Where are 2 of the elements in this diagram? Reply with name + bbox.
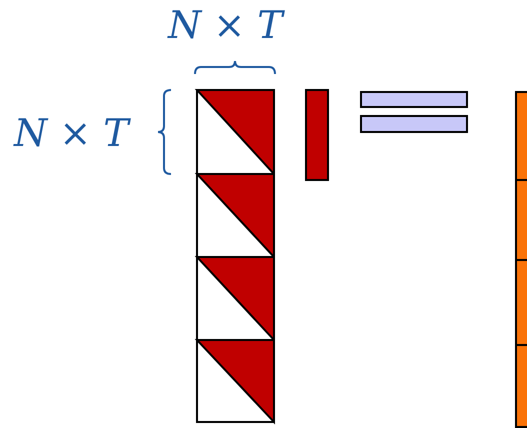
- dimension-label: N × T: [168, 6, 283, 44]
- dimension-label: N × T: [14, 114, 129, 152]
